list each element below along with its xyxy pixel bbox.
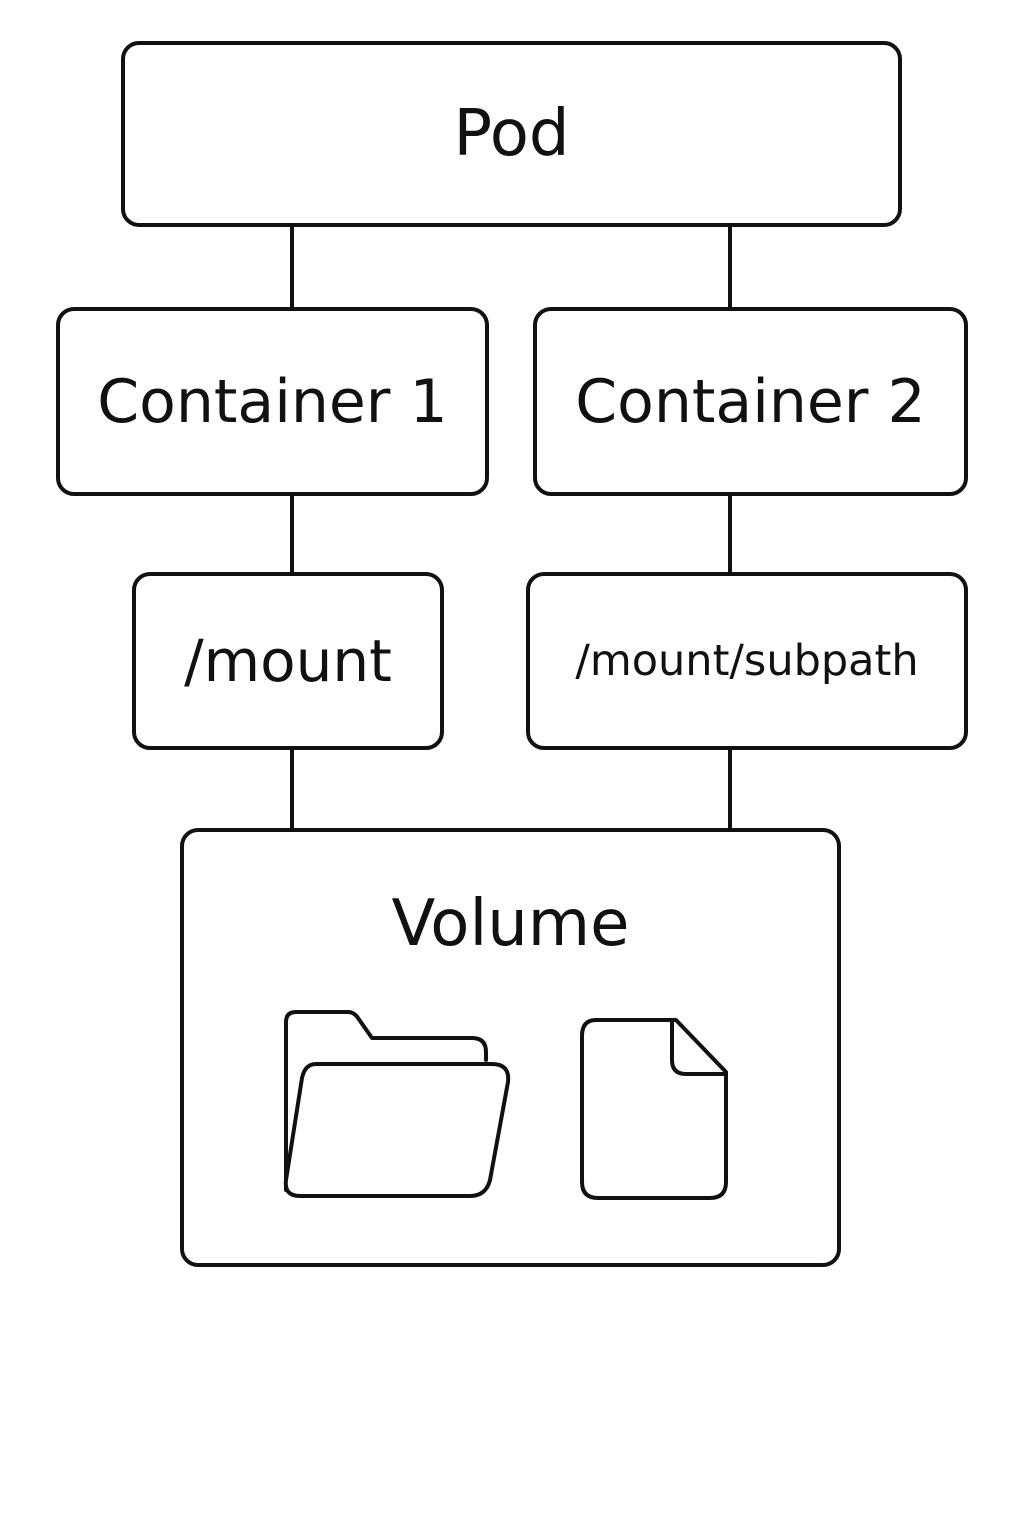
file-icon [580, 1018, 728, 1200]
volume-label: Volume [391, 887, 630, 961]
folder-icon [283, 1010, 511, 1198]
mount-path-label: /mount [184, 627, 392, 695]
mount-path-box: /mount [132, 572, 444, 750]
pod-box: Pod [121, 41, 902, 227]
container-2-box: Container 2 [533, 307, 968, 496]
pod-label: Pod [453, 97, 570, 171]
container-1-box: Container 1 [56, 307, 489, 496]
container-1-label: Container 1 [97, 366, 448, 437]
mount-subpath-label: /mount/subpath [575, 635, 919, 686]
container-2-label: Container 2 [575, 366, 926, 437]
mount-subpath-box: /mount/subpath [526, 572, 968, 750]
